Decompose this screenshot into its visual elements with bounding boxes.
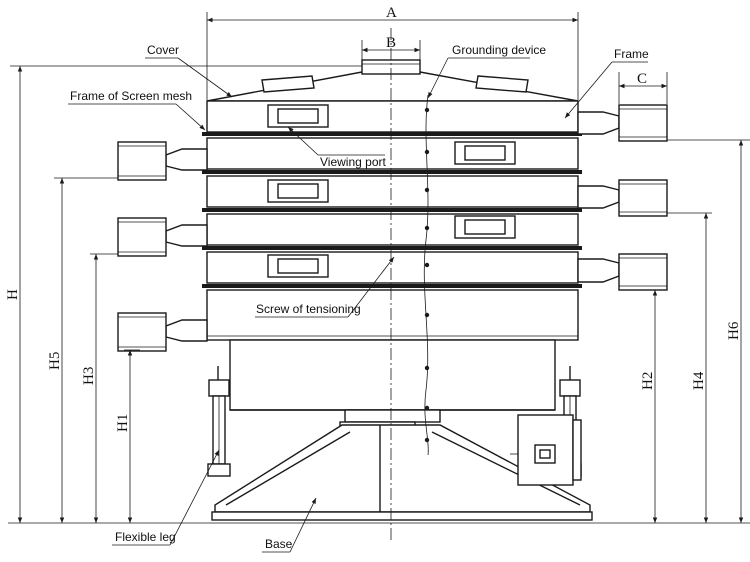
label-screw-of-tensioning: Screw of tensioning [256,302,361,316]
viewing-ports [267,141,516,278]
left-outlets [117,141,208,352]
dimension-letters: A B C H H5 H3 H1 H2 H4 H6 [5,5,742,432]
label-frame-of-screen-mesh: Frame of Screen mesh [70,89,192,103]
top-frame [206,100,579,133]
dim-h5: H5 [47,352,63,370]
lower-drum [229,339,556,433]
grounding-device [423,94,430,456]
dimension-lines [8,12,750,524]
leader-lines [68,57,648,553]
dim-h3: H3 [81,367,97,385]
label-base: Base [265,537,293,551]
dim-h: H [5,289,21,300]
right-outlets [577,104,668,291]
dim-h6: H6 [726,321,742,340]
dim-c: C [637,71,647,87]
dim-h2: H2 [640,372,656,390]
base [211,424,593,521]
label-frame: Frame [614,47,649,61]
label-viewing-port: Viewing port [320,155,386,169]
text-labels: Cover Grounding device Frame Frame of Sc… [70,43,649,551]
dim-h1: H1 [115,414,131,432]
motor [510,414,582,486]
label-flexible-leg: Flexible leg [115,530,176,544]
dim-b: B [386,35,396,51]
label-grounding-device: Grounding device [452,43,546,57]
screen-mesh-frames [202,132,582,341]
dim-h4: H4 [691,371,707,390]
dim-a: A [386,5,397,21]
machine [117,28,668,540]
label-cover: Cover [147,43,179,57]
cover [206,59,579,102]
